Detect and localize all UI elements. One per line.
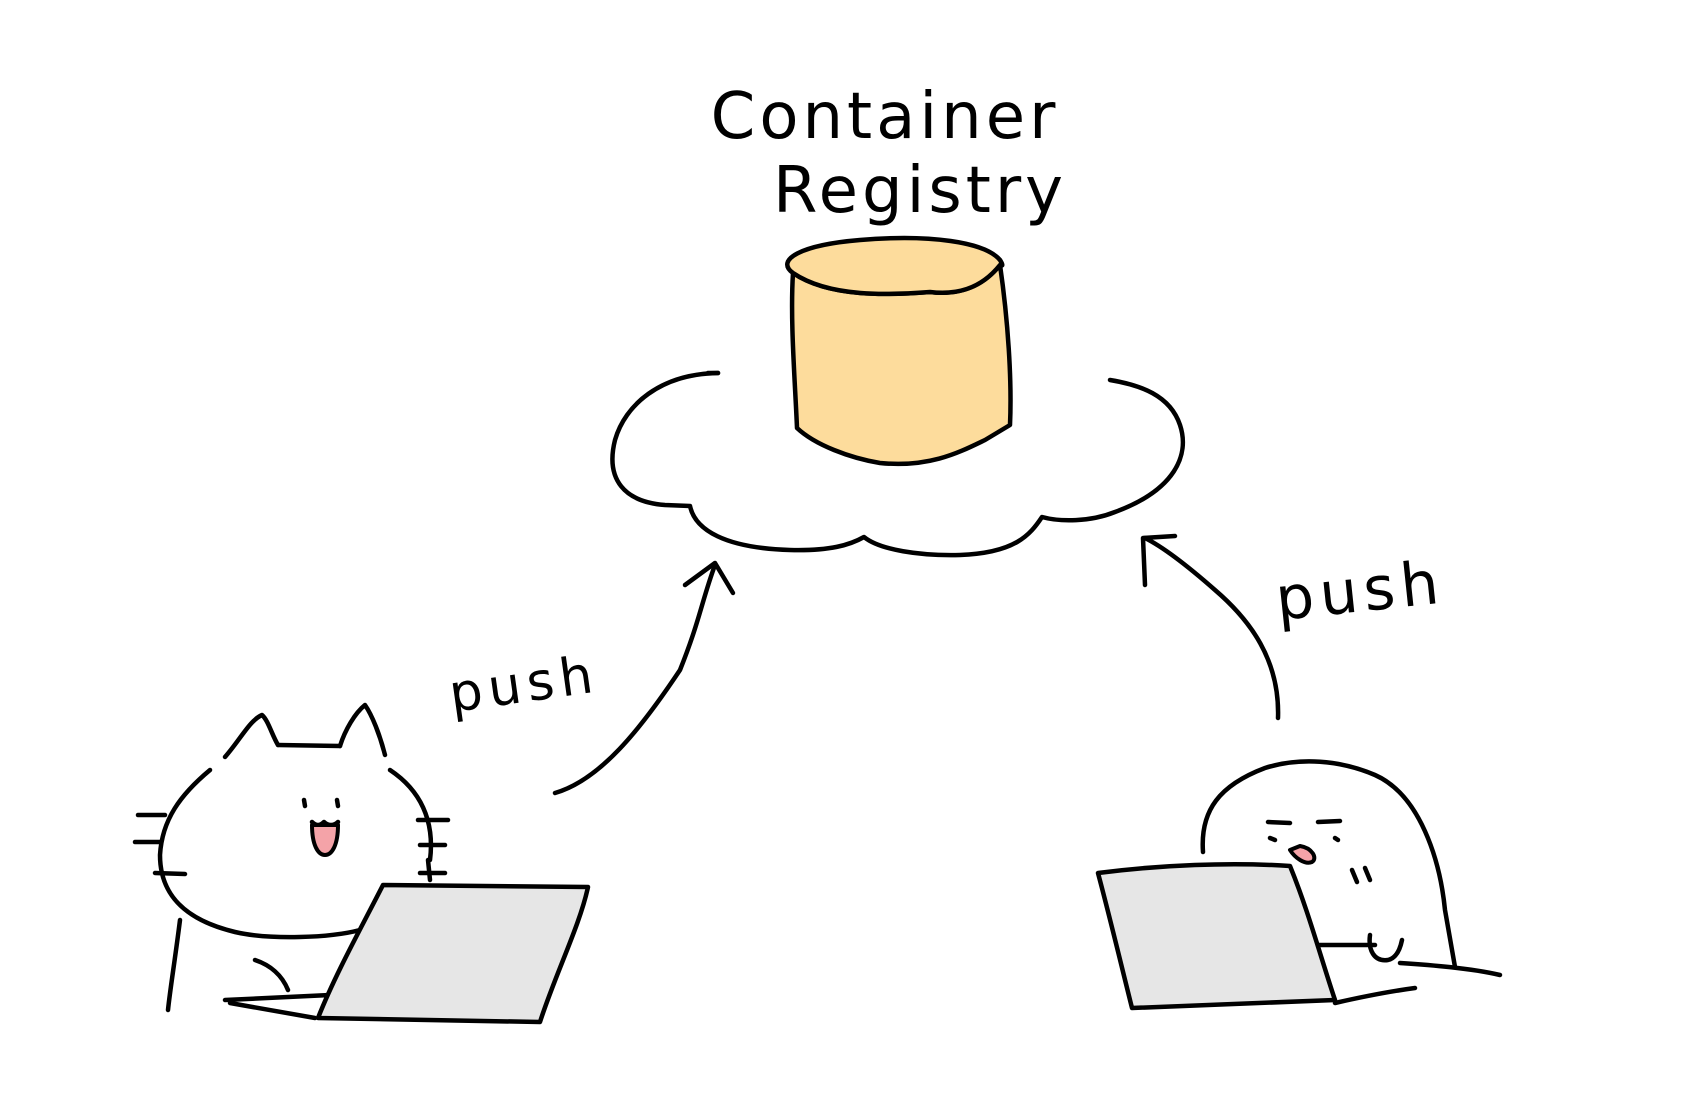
- cat-icon: [132, 702, 451, 1021]
- registry-title-line2: Registry: [773, 154, 1067, 228]
- right-push-arrow: [1140, 533, 1281, 721]
- right-push-label: push: [1272, 548, 1448, 635]
- ghost-tongue: [1288, 844, 1317, 865]
- cat-laptop-icon: [315, 882, 591, 1025]
- ghost-laptop-icon: [1095, 861, 1338, 1011]
- database-icon: [785, 235, 1013, 467]
- left-push-label: push: [445, 645, 602, 725]
- cloud-icon: [610, 370, 1186, 558]
- ghost-icon: [1200, 759, 1503, 1006]
- registry-title: Container Registry: [711, 80, 1067, 228]
- cat-tongue: [310, 823, 340, 857]
- registry-title-line1: Container: [711, 80, 1060, 154]
- left-push-arrow: [552, 560, 736, 796]
